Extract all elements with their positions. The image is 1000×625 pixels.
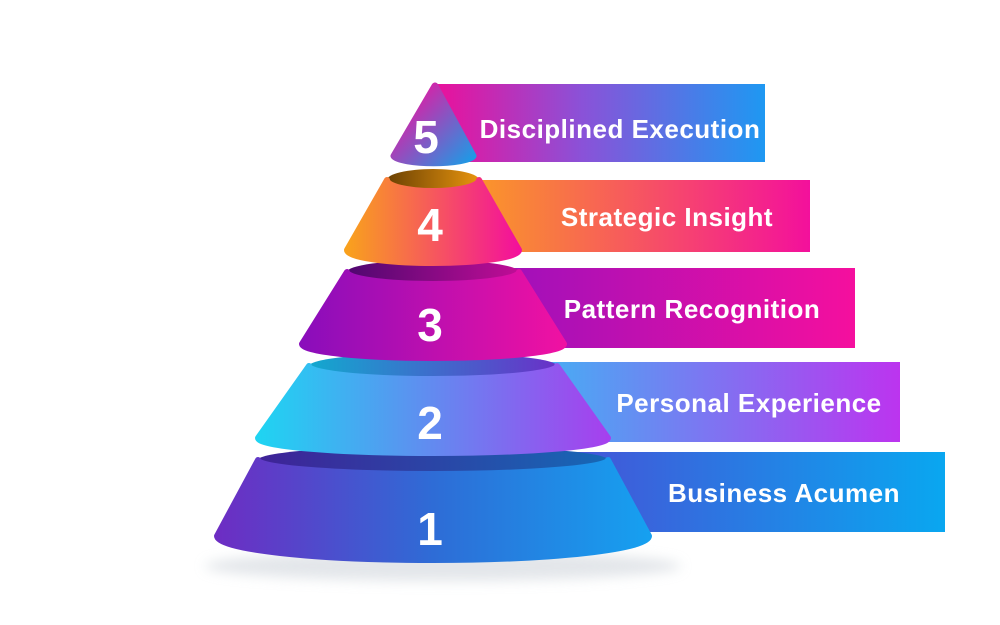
level-3-number: 3	[417, 299, 443, 351]
level-3-label: Pattern Recognition	[564, 294, 821, 324]
level-5-label: Disciplined Execution	[480, 114, 761, 144]
cone-rim-level-2	[309, 353, 557, 379]
level-4-label: Strategic Insight	[561, 202, 773, 232]
level-1-number: 1	[417, 503, 443, 555]
level-2-number: 2	[417, 397, 443, 449]
banner-level-5	[433, 84, 765, 162]
cone-body-level-1	[214, 457, 652, 563]
level-4-number: 4	[417, 199, 443, 251]
cone-tip-level-5	[390, 82, 477, 167]
cone-body-level-4	[344, 177, 522, 266]
cone-body-level-2	[255, 363, 611, 456]
cone-body-level-3	[299, 269, 567, 361]
level-2-label: Personal Experience	[616, 388, 881, 418]
cone-rim-level-4	[387, 169, 479, 191]
level-1-label: Business Acumen	[668, 478, 900, 508]
cone-rim-level-3	[347, 260, 519, 284]
level-5-number: 5	[413, 111, 439, 163]
